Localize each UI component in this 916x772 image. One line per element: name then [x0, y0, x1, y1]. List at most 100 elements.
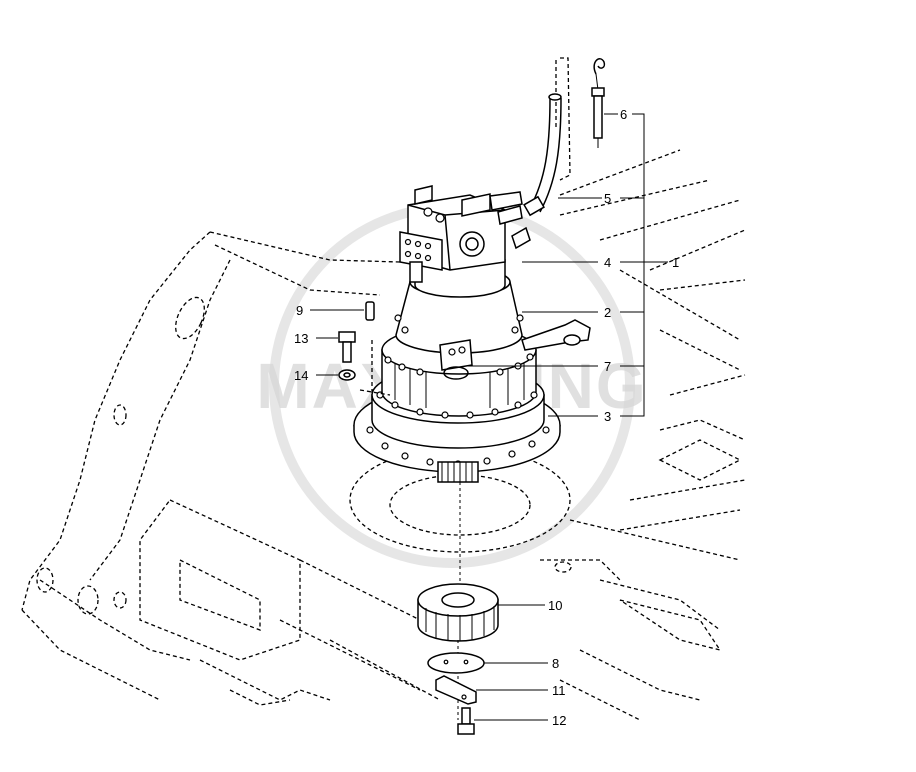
callout-7: 7	[604, 359, 611, 374]
dowel-pin	[365, 301, 375, 321]
frame-hole	[77, 585, 99, 615]
frame-edge	[599, 199, 741, 241]
gearbox-ribs	[394, 360, 525, 408]
mounting-bolt	[338, 331, 356, 363]
frame-outline	[21, 57, 746, 721]
frame-edge	[89, 259, 231, 581]
dipstick-cap	[591, 87, 605, 97]
frame-edge	[659, 419, 746, 441]
dipstick-body	[593, 95, 603, 139]
bracket-plate	[439, 339, 473, 371]
callout-6: 6	[620, 107, 627, 122]
callout-11: 11	[552, 683, 566, 698]
hose-end	[548, 93, 562, 101]
frame-slot	[658, 439, 742, 481]
hose-tube-left	[529, 97, 551, 209]
frame-edge	[619, 509, 741, 531]
frame-edge	[559, 149, 681, 196]
bolt-head	[457, 723, 475, 735]
hose-tube-right	[539, 97, 562, 213]
valve-bolt	[423, 207, 433, 217]
callout-8: 8	[552, 656, 559, 671]
frame-edge	[669, 374, 746, 396]
frame-edge	[229, 689, 291, 706]
valve-top-cap	[461, 193, 491, 217]
frame-slot	[619, 599, 722, 652]
dipstick-hook	[593, 58, 606, 75]
callout-5: 5	[604, 191, 611, 206]
housing-bolts	[394, 314, 524, 334]
callout-2: 2	[604, 305, 611, 320]
callout-12: 12	[552, 713, 566, 728]
bolt-shank	[461, 707, 471, 725]
frame-hole	[36, 567, 54, 593]
callout-9: 9	[296, 303, 303, 318]
hose-routing	[559, 57, 571, 181]
pinion-teeth	[441, 462, 473, 482]
callout-10: 10	[548, 598, 562, 613]
lock-plate-body	[435, 675, 477, 705]
frame-hole	[175, 296, 205, 340]
callout-labels: 6 5 4 1 2 7 3 9 13 14 10 8 11 12	[294, 107, 679, 728]
thrust-plate-disc	[427, 652, 485, 674]
mounting-bolt-head	[338, 331, 356, 343]
frame-slot	[179, 558, 261, 631]
valve-fitting	[497, 205, 523, 225]
frame-edge	[579, 649, 701, 701]
bracket-eye	[443, 366, 469, 380]
valve-fitting	[489, 191, 523, 211]
frame-edge	[559, 679, 641, 721]
valve-bolt	[435, 213, 445, 223]
frame-edge	[214, 244, 381, 296]
grease-fitting	[511, 226, 531, 250]
frame-edge	[619, 269, 741, 341]
callout-1: 1	[672, 255, 679, 270]
frame-edge	[599, 579, 721, 631]
pinion-gear	[417, 583, 499, 642]
callout-14: 14	[294, 368, 308, 383]
swing-motor-assembly	[353, 185, 591, 483]
hose-fitting	[523, 195, 545, 217]
frame-edge	[329, 639, 441, 701]
frame-edge	[199, 659, 331, 701]
frame-edge	[659, 329, 741, 371]
washer-inner	[343, 372, 351, 378]
frame-hole	[113, 404, 127, 426]
valve-block-edge	[444, 214, 451, 271]
frame-hole	[113, 591, 127, 609]
frame-edge	[649, 229, 746, 271]
pinion-gear-bore	[441, 592, 475, 608]
valve-side-holes	[404, 238, 432, 262]
callout-13: 13	[294, 331, 308, 346]
bolt	[457, 707, 475, 735]
frame-edge	[299, 559, 421, 621]
frame-edge	[21, 609, 161, 701]
leader-lines	[310, 113, 668, 721]
frame-edge	[540, 559, 621, 581]
frame-edge	[569, 519, 741, 561]
frame-edge	[209, 231, 401, 263]
frame-edge	[659, 279, 746, 291]
washer	[338, 369, 356, 381]
callout-3: 3	[604, 409, 611, 424]
bracket-bolt	[458, 346, 466, 354]
pinion-gear-teeth	[425, 606, 495, 641]
dipstick-gauge	[591, 58, 606, 148]
frame-edge	[39, 579, 191, 661]
frame-hole	[554, 561, 572, 573]
elbow-cap	[563, 334, 581, 346]
thrust-plate	[427, 652, 485, 674]
gearbox-bolts	[376, 353, 538, 419]
valve-plug	[409, 261, 423, 283]
callout-4: 4	[604, 255, 611, 270]
hose	[523, 93, 562, 217]
bracket-line	[620, 113, 645, 417]
swing-ring-inner	[389, 474, 531, 536]
bracket-bolt	[448, 348, 456, 356]
frame-edge	[629, 479, 746, 501]
lock-plate	[435, 675, 477, 705]
frame-edge	[279, 619, 421, 691]
valve-port-inner	[465, 237, 479, 251]
valve-top-cap	[414, 185, 433, 205]
